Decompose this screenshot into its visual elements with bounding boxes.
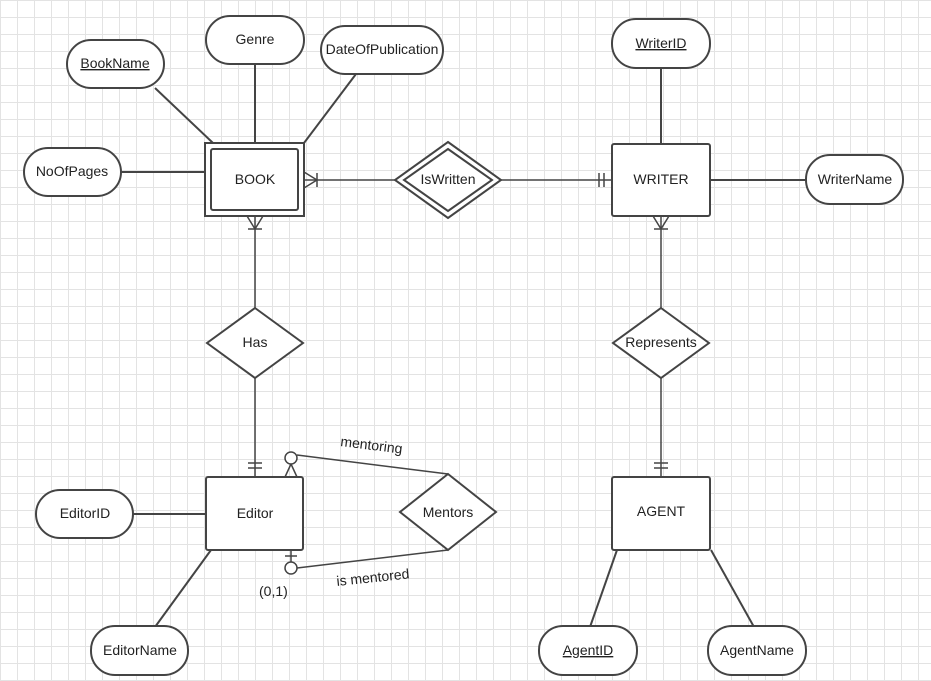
- attribute-writername[interactable]: WriterName: [805, 154, 904, 205]
- relationship-iswritten-label: IsWritten: [421, 171, 476, 187]
- connectors: [121, 64, 806, 628]
- attribute-writerid-label: WriterID: [635, 35, 686, 51]
- connector-mentoring: [296, 454, 449, 475]
- entity-writer-label: WRITER: [633, 171, 688, 187]
- relationship-iswritten[interactable]: IsWritten: [393, 140, 503, 220]
- attribute-agentid-label: AgentID: [563, 642, 614, 658]
- attribute-agentname-label: AgentName: [720, 642, 794, 658]
- relationship-has[interactable]: Has: [205, 306, 305, 380]
- connector-agentname: [710, 549, 755, 628]
- crows-foot-writer-represents: [652, 215, 670, 230]
- role-label-mentoring: mentoring: [340, 433, 404, 456]
- attribute-bookname-label: BookName: [80, 55, 149, 71]
- entity-writer[interactable]: WRITER: [611, 143, 711, 217]
- double-bar-editor-has: [248, 462, 262, 469]
- crows-foot-book-iswritten: [303, 171, 318, 189]
- attribute-genre-label: Genre: [236, 31, 275, 47]
- attribute-noofpages[interactable]: NoOfPages: [23, 147, 122, 197]
- entity-editor-label: Editor: [237, 505, 274, 521]
- entity-editor[interactable]: Editor: [205, 476, 304, 551]
- attribute-editorname-label: EditorName: [103, 642, 177, 658]
- zero-one-is-mentored: [284, 550, 298, 575]
- double-bar-agent-represents: [654, 462, 668, 469]
- double-bar-writer-iswritten: [598, 173, 605, 187]
- crows-foot-book-has: [246, 215, 264, 230]
- relationship-mentors-label: Mentors: [423, 504, 474, 520]
- connector-dateofpublication: [303, 73, 357, 144]
- attribute-editorname[interactable]: EditorName: [90, 625, 189, 676]
- cardinality-marks: [246, 171, 670, 575]
- attribute-editorid[interactable]: EditorID: [35, 489, 134, 539]
- attribute-genre[interactable]: Genre: [205, 15, 305, 65]
- attribute-writerid[interactable]: WriterID: [611, 18, 711, 69]
- connector-bookname: [154, 87, 214, 144]
- relationship-represents[interactable]: Represents: [611, 306, 711, 380]
- entity-agent-label: AGENT: [637, 503, 686, 519]
- connector-editorname: [154, 549, 212, 628]
- entity-agent[interactable]: AGENT: [611, 476, 711, 551]
- attribute-noofpages-label: NoOfPages: [36, 163, 108, 179]
- zero-many-mentoring: [284, 451, 298, 478]
- relationship-has-label: Has: [243, 334, 268, 350]
- attribute-dateofpublication-label: DateOfPublication: [326, 41, 439, 57]
- relationship-mentors[interactable]: Mentors: [398, 472, 498, 552]
- attribute-writername-label: WriterName: [818, 171, 893, 187]
- role-label-is-mentored: is mentored: [336, 565, 410, 589]
- connector-agentid: [589, 549, 618, 628]
- cardinality-label-0-1: (0,1): [259, 583, 288, 599]
- entity-book-label: BOOK: [235, 171, 276, 187]
- attribute-dateofpublication[interactable]: DateOfPublication: [320, 25, 444, 75]
- relationship-represents-label: Represents: [625, 334, 697, 350]
- attribute-editorid-label: EditorID: [60, 505, 111, 521]
- attribute-agentid[interactable]: AgentID: [538, 625, 638, 676]
- entity-book[interactable]: BOOK: [204, 142, 305, 217]
- attribute-bookname[interactable]: BookName: [66, 39, 165, 89]
- connector-is-mentored: [296, 549, 449, 569]
- attribute-agentname[interactable]: AgentName: [707, 625, 807, 676]
